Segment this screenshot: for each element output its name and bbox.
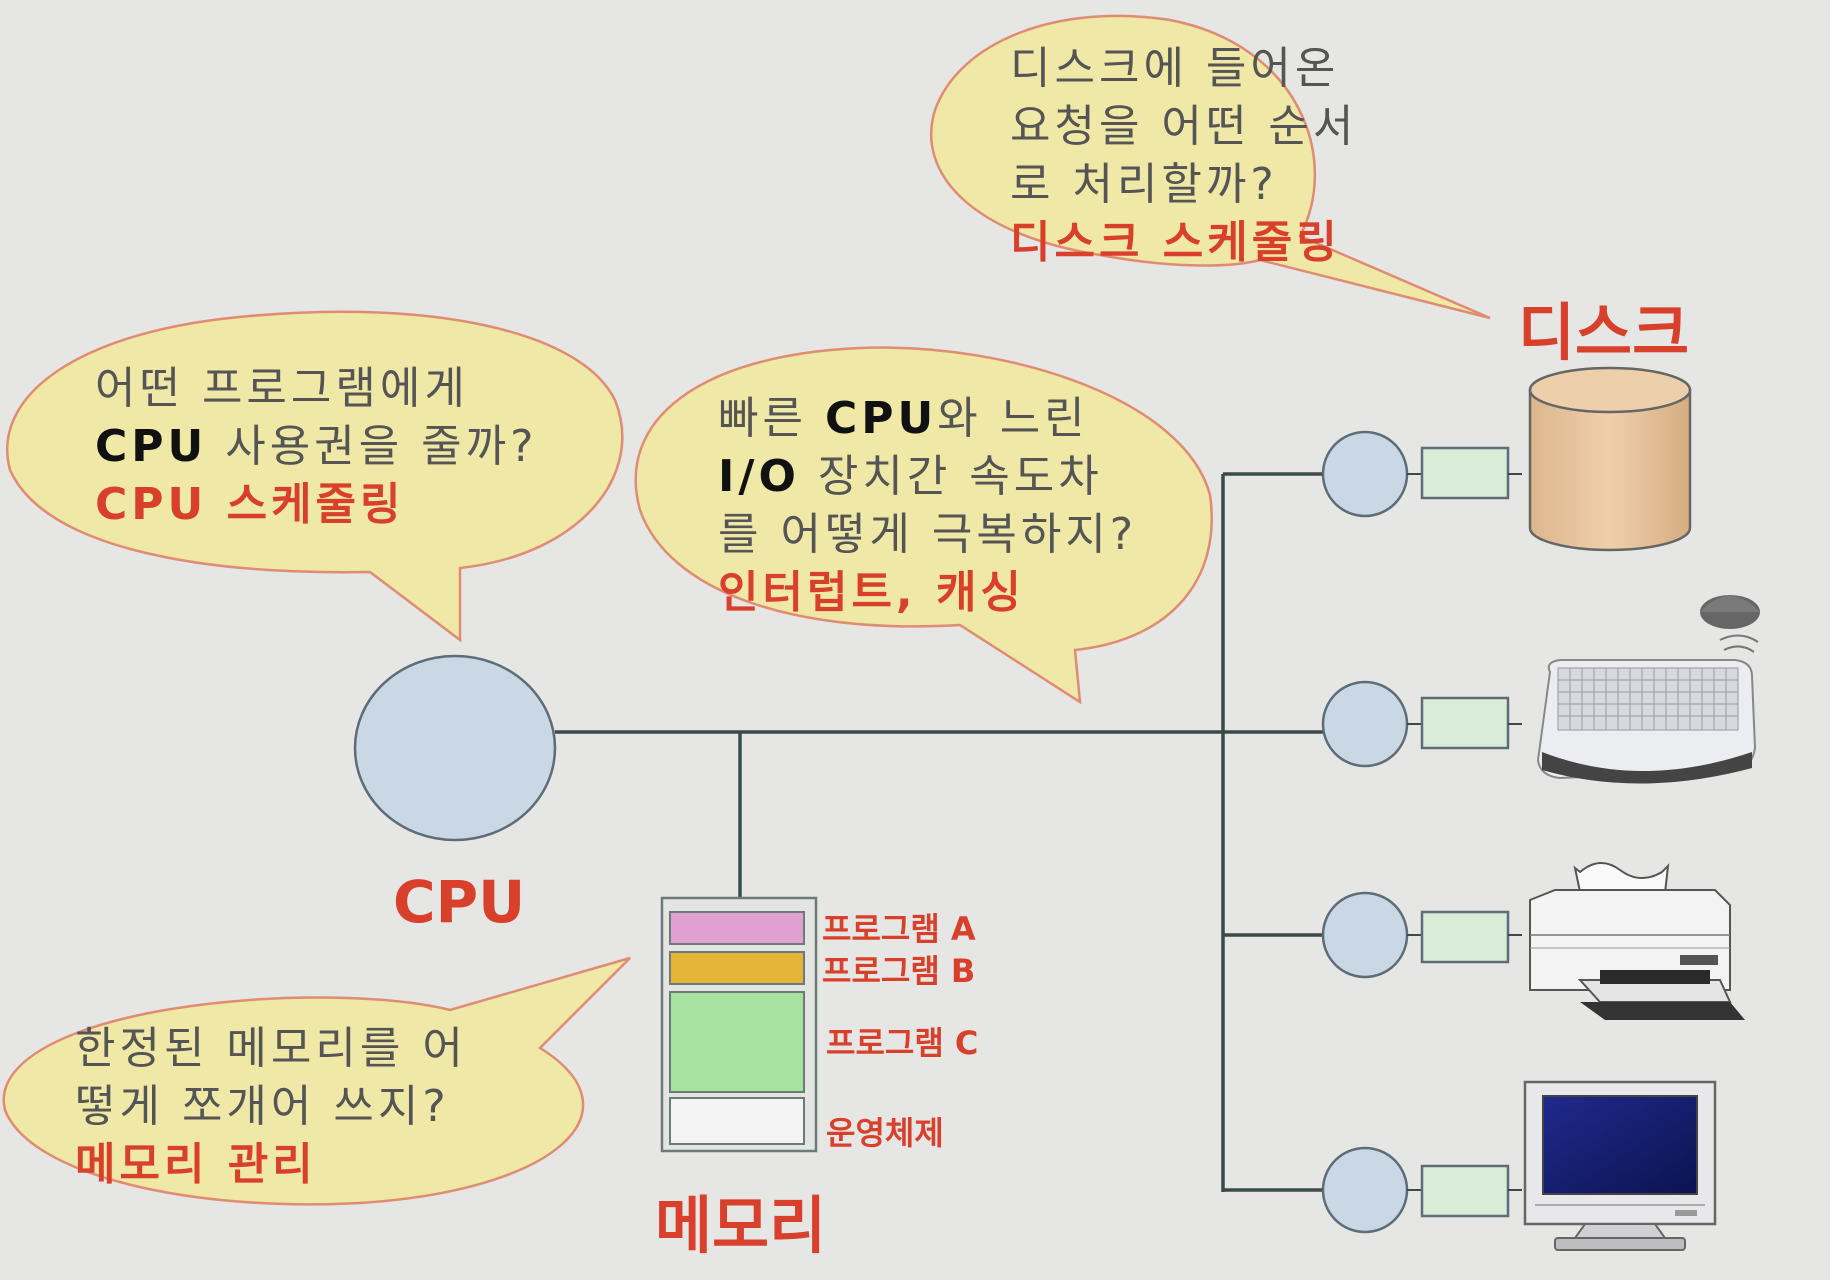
cpu-bubble-cpu-word: CPU <box>95 421 208 472</box>
disk-bubble-text: 디스크에 들어온 요청을 어떤 순서 로 처리할까? 디스크 스케줄링 <box>1010 40 1357 272</box>
cpu-bubble-line-2-rest: 사용권을 줄까? <box>207 421 538 472</box>
cpu-bubble-answer-cpu: CPU <box>95 479 208 530</box>
printer-controller <box>1420 910 1510 964</box>
monitor-io-node <box>1321 1146 1409 1234</box>
disk-question-bubble <box>929 14 1491 320</box>
io-bubble-answer: 인터럽트, 캐싱 <box>718 567 1025 618</box>
disk-io-node <box>1321 430 1409 518</box>
io-question-bubble <box>634 346 1213 705</box>
disk-bubble-line-2: 요청을 어떤 순서 <box>1010 101 1358 152</box>
memory-label: 메모리 <box>655 1189 827 1262</box>
cpu-label: CPU <box>393 868 526 936</box>
disk-label: 디스크 <box>1518 296 1690 369</box>
os-label: 운영체제 <box>826 1114 944 1152</box>
printer-icon <box>1529 862 1745 1020</box>
io-bubble-io-word: I/O <box>718 451 800 502</box>
memory-bubble-line-2: 떻게 쪼개어 쓰지? <box>75 1081 450 1132</box>
io-bubble-line-1: 빠른 CPU와 느린 <box>718 390 1137 448</box>
cpu-bubble-text: 어떤 프로그램에게 CPU 사용권을 줄까? CPU 스케줄링 <box>95 360 538 534</box>
keyboard-io-node <box>1321 680 1409 768</box>
disk-bubble-line-3: 로 처리할까? <box>1010 159 1278 210</box>
keyboard-controller <box>1420 696 1510 750</box>
memory-block-os <box>669 1097 805 1145</box>
memory-bubble-text: 한정된 메모리를 어 떻게 쪼개어 쓰지? 메모리 관리 <box>75 1020 467 1194</box>
io-bubble-line-1-a: 빠른 <box>718 393 825 444</box>
io-bubble-text: 빠른 CPU와 느린 I/O 장치간 속도차 를 어떻게 극복하지? 인터럽트,… <box>718 390 1137 622</box>
cpu-question-bubble <box>6 310 624 643</box>
memory-question-bubble <box>2 956 631 1206</box>
cpu-bubble-answer: CPU 스케줄링 <box>95 476 538 534</box>
memory-stack <box>660 896 818 1153</box>
disk-icon <box>1528 366 1692 552</box>
monitor-icon <box>1523 1080 1717 1251</box>
io-bubble-line-3: 를 어떻게 극복하지? <box>718 509 1138 560</box>
program-a-label: 프로그램 A <box>822 910 976 948</box>
disk-bubble-line-1: 디스크에 들어온 <box>1010 43 1340 94</box>
memory-bubble-answer: 메모리 관리 <box>75 1139 317 1190</box>
memory-block-program-a <box>669 911 805 945</box>
printer-io-node <box>1321 891 1409 979</box>
program-b-label: 프로그램 B <box>822 952 976 990</box>
disk-bubble-answer: 디스크 스케줄링 <box>1010 217 1341 268</box>
program-c-label: 프로그램 C <box>826 1024 979 1062</box>
memory-block-program-c <box>669 991 805 1093</box>
cpu-bubble-answer-rest: 스케줄링 <box>207 479 405 530</box>
disk-controller <box>1420 446 1510 500</box>
io-bubble-line-1-c: 와 느린 <box>937 393 1089 444</box>
cpu-bubble-line-2: CPU 사용권을 줄까? <box>95 418 538 476</box>
cpu-bubble-line-1: 어떤 프로그램에게 <box>95 363 469 414</box>
io-bubble-cpu-word: CPU <box>824 393 938 444</box>
io-bubble-line-2: I/O 장치간 속도차 <box>718 448 1137 506</box>
io-bubble-line-2-rest: 장치간 속도차 <box>799 451 1103 502</box>
memory-block-program-b <box>669 951 805 985</box>
keyboard-icon <box>1536 595 1760 784</box>
memory-bubble-line-1: 한정된 메모리를 어 <box>75 1023 467 1074</box>
cpu-node <box>353 654 557 842</box>
monitor-controller <box>1420 1164 1510 1218</box>
